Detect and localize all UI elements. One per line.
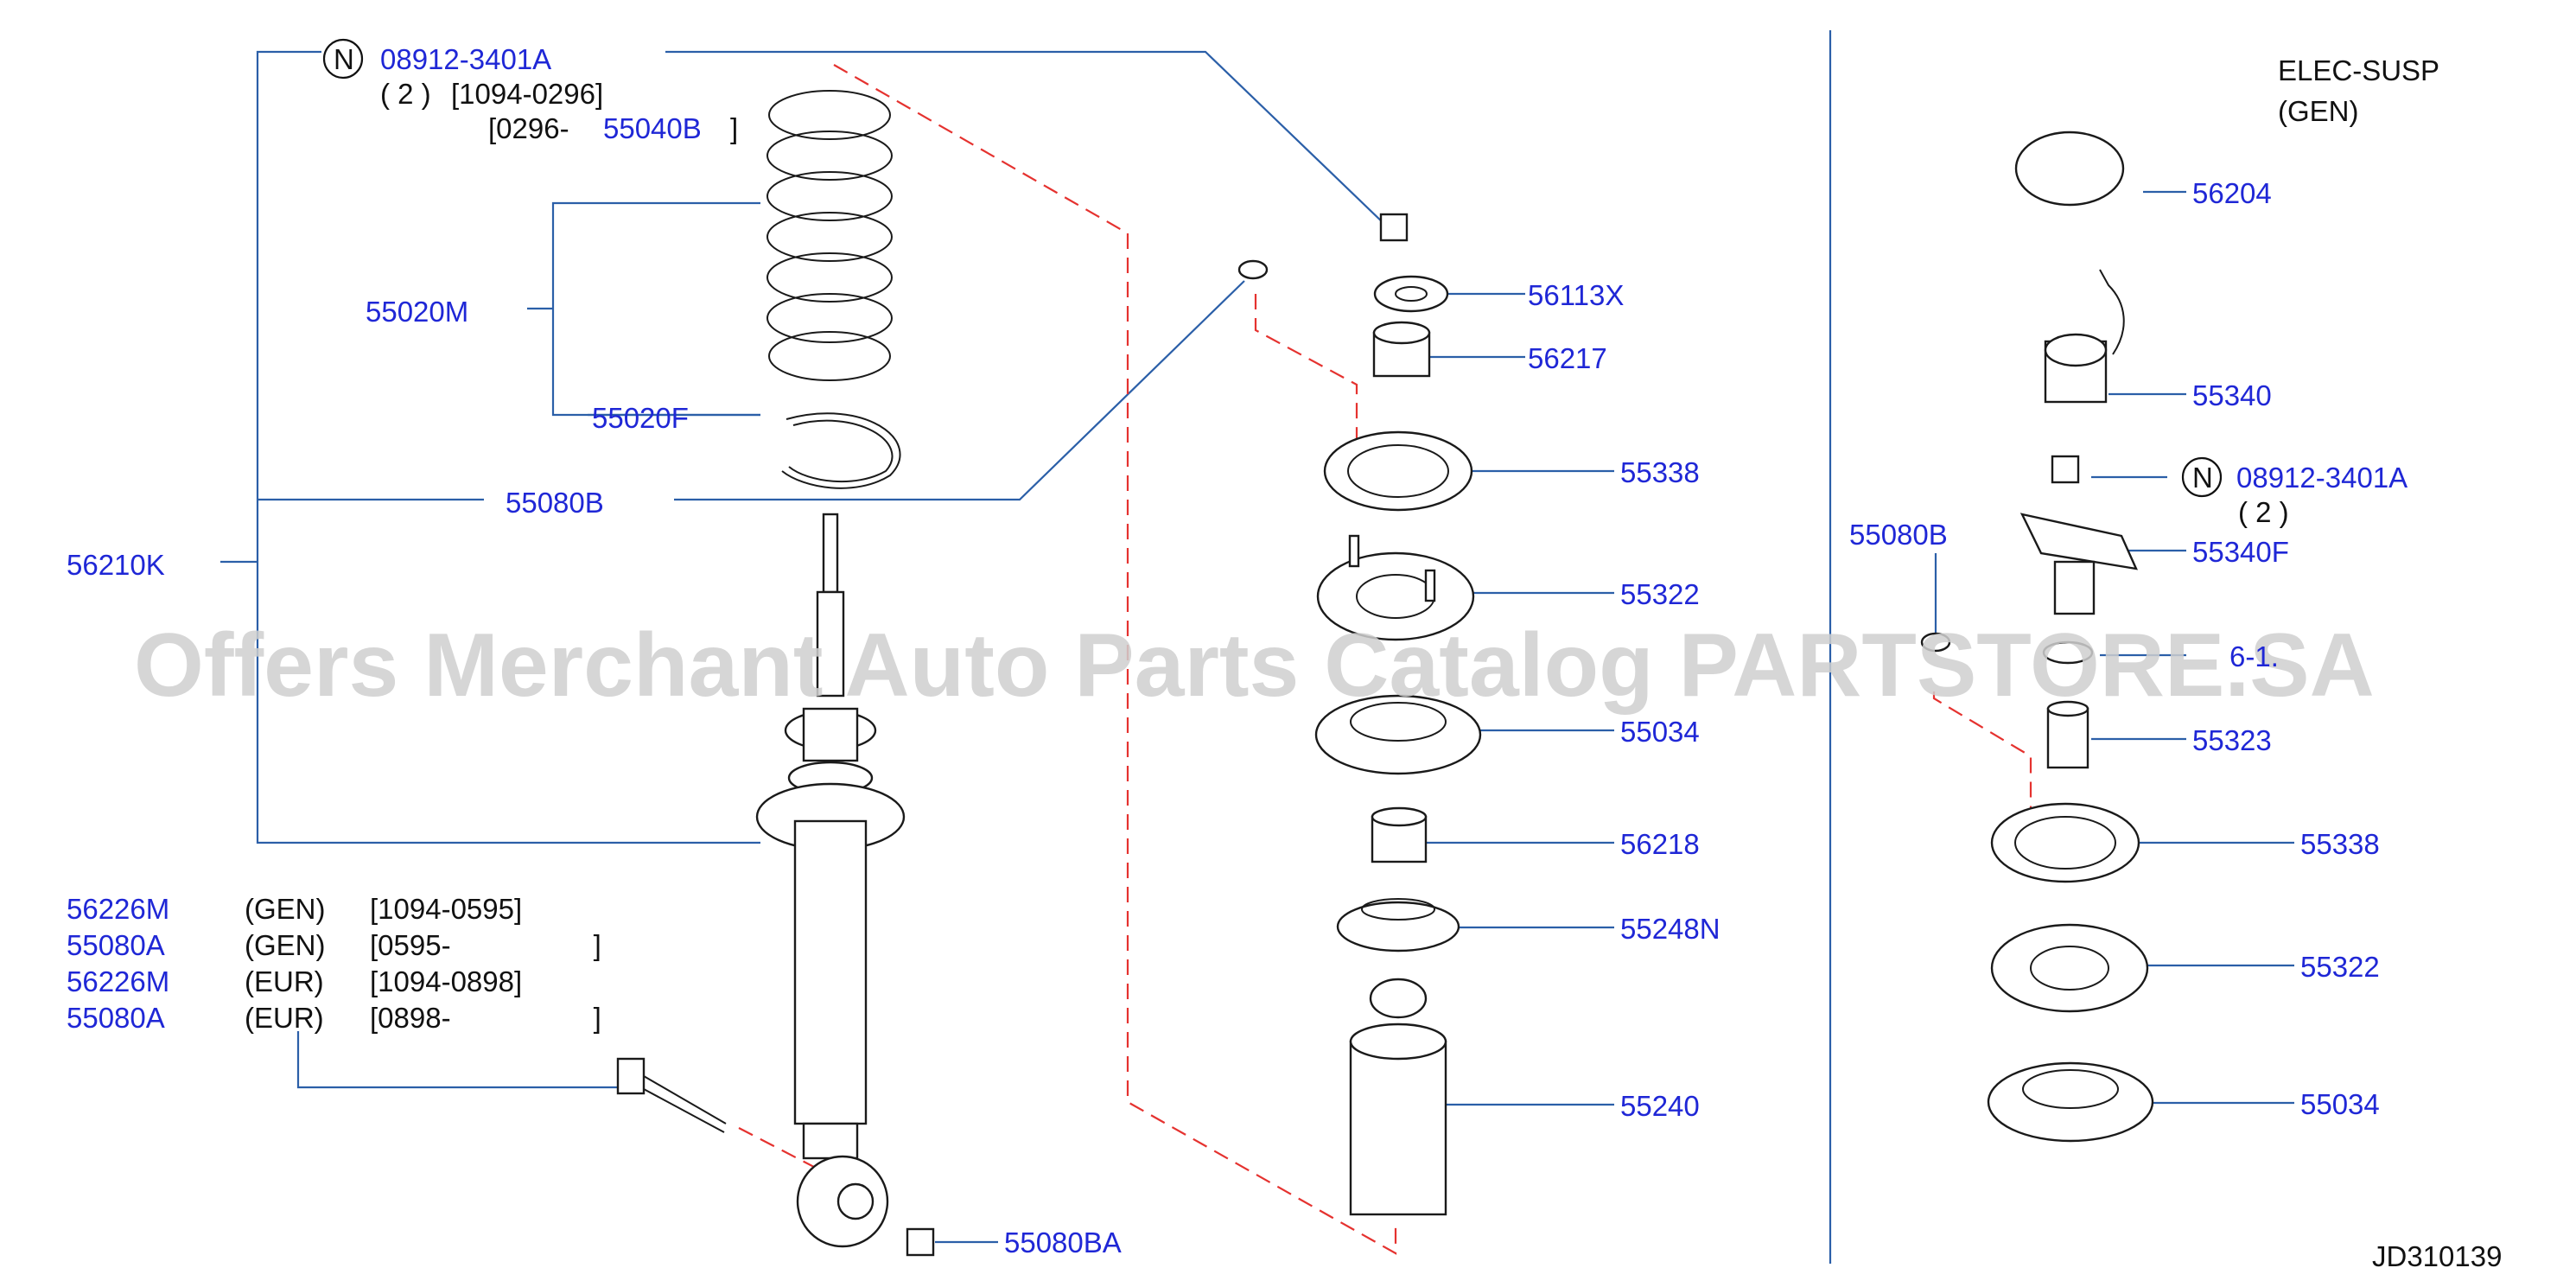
spring-seat [781, 412, 901, 489]
center-labels: 56113X 56217 55338 55322 55034 56218 552… [1528, 279, 1721, 1122]
right-n-symbol: N [2192, 462, 2213, 494]
legend-market: (EUR) [245, 1002, 324, 1034]
dashed-lines [738, 64, 2032, 1255]
right-part-5[interactable]: 55323 [2192, 724, 2272, 756]
right-part-2[interactable]: 55340 [2192, 379, 2272, 411]
center-part-4[interactable]: 55322 [1620, 578, 1700, 610]
legend-table: 56226M (GEN) [1094-0595] 55080A (GEN) [0… [67, 893, 601, 1034]
legend-market: (GEN) [245, 893, 326, 925]
legend-range: [1094-0595] [370, 893, 522, 925]
center-part-5[interactable]: 55034 [1620, 716, 1700, 748]
right-part-4[interactable]: 6-1. [2229, 640, 2279, 672]
left-labels: N 08912-3401A ( 2 ) [1094-0296] [0296- 5… [67, 38, 738, 581]
bolt-55080a [616, 1057, 727, 1133]
right-labels: ELEC-SUSP (GEN) 56204 55340 N 08912-3401… [1849, 54, 2502, 1272]
center-part-1[interactable]: 56113X [1528, 279, 1624, 311]
legend-part[interactable]: 55080A [67, 1002, 165, 1034]
legend-part[interactable]: 55080A [67, 929, 165, 961]
nut-range-2-close: ] [730, 112, 738, 144]
center-parts [1237, 213, 1482, 1216]
center-part-8[interactable]: 55240 [1620, 1090, 1700, 1122]
legend-market: (EUR) [245, 965, 324, 997]
right-bolt-part-number[interactable]: 55080B [1849, 519, 1948, 551]
seat-part-number[interactable]: 55020F [592, 402, 689, 434]
header-note-line-1: ELEC-SUSP [2278, 54, 2439, 86]
right-part-6[interactable]: 55338 [2300, 828, 2380, 860]
diagram-id: JD310139 [2372, 1240, 2502, 1272]
right-parts [1920, 131, 2154, 1143]
right-nut-part-number[interactable]: 08912-3401A [2236, 462, 2407, 494]
nut-part-number[interactable]: 08912-3401A [380, 43, 551, 75]
nut-range-2-part[interactable]: 55040B [603, 112, 702, 144]
right-part-1[interactable]: 56204 [2192, 177, 2272, 209]
right-nut-quantity: ( 2 ) [2238, 496, 2289, 528]
n-symbol-circle [322, 38, 364, 80]
legend-range: [0898- ] [370, 1002, 601, 1034]
spring-part-number[interactable]: 55020M [366, 296, 468, 328]
legend-market: (GEN) [245, 929, 326, 961]
right-part-3[interactable]: 55340F [2192, 536, 2289, 568]
bolt-part-number[interactable]: 55080B [506, 487, 604, 519]
legend-row: 56226M (EUR) [1094-0898] [67, 965, 522, 997]
shock-assembly-part-number[interactable]: 56210K [67, 549, 165, 581]
center-part-3[interactable]: 55338 [1620, 456, 1700, 488]
legend-part[interactable]: 56226M [67, 893, 169, 925]
right-part-8[interactable]: 55034 [2300, 1088, 2380, 1120]
right-n-symbol-circle [2181, 456, 2223, 498]
legend-row: 55080A (GEN) [0595- ] [67, 929, 601, 961]
center-part-7[interactable]: 55248N [1620, 913, 1721, 945]
legend-range: [1094-0898] [370, 965, 522, 997]
center-part-2[interactable]: 56217 [1528, 342, 1607, 374]
right-part-7[interactable]: 55322 [2300, 951, 2380, 983]
legend-row: 55080A (EUR) [0898- ] [67, 1002, 601, 1034]
nut-range-1: [1094-0296] [451, 78, 603, 110]
shock-absorber [755, 513, 906, 1248]
legend-range: [0595- ] [370, 929, 601, 961]
center-part-6[interactable]: 56218 [1620, 828, 1700, 860]
legend-row: 56226M (GEN) [1094-0595] [67, 893, 522, 925]
leader-lines [220, 30, 2294, 1264]
n-symbol: N [334, 43, 354, 75]
bottom-nut-part-number[interactable]: 55080BA [1004, 1226, 1122, 1258]
nut-quantity: ( 2 ) [380, 78, 431, 110]
header-note-line-2: (GEN) [2278, 95, 2359, 127]
watermark-text: Offers Merchant Auto Parts Catalog PARTS… [134, 615, 2375, 716]
coil-spring [766, 90, 893, 381]
nut-range-2: [0296- [488, 112, 569, 144]
nut-55080ba [906, 1227, 935, 1257]
legend-part[interactable]: 56226M [67, 965, 169, 997]
